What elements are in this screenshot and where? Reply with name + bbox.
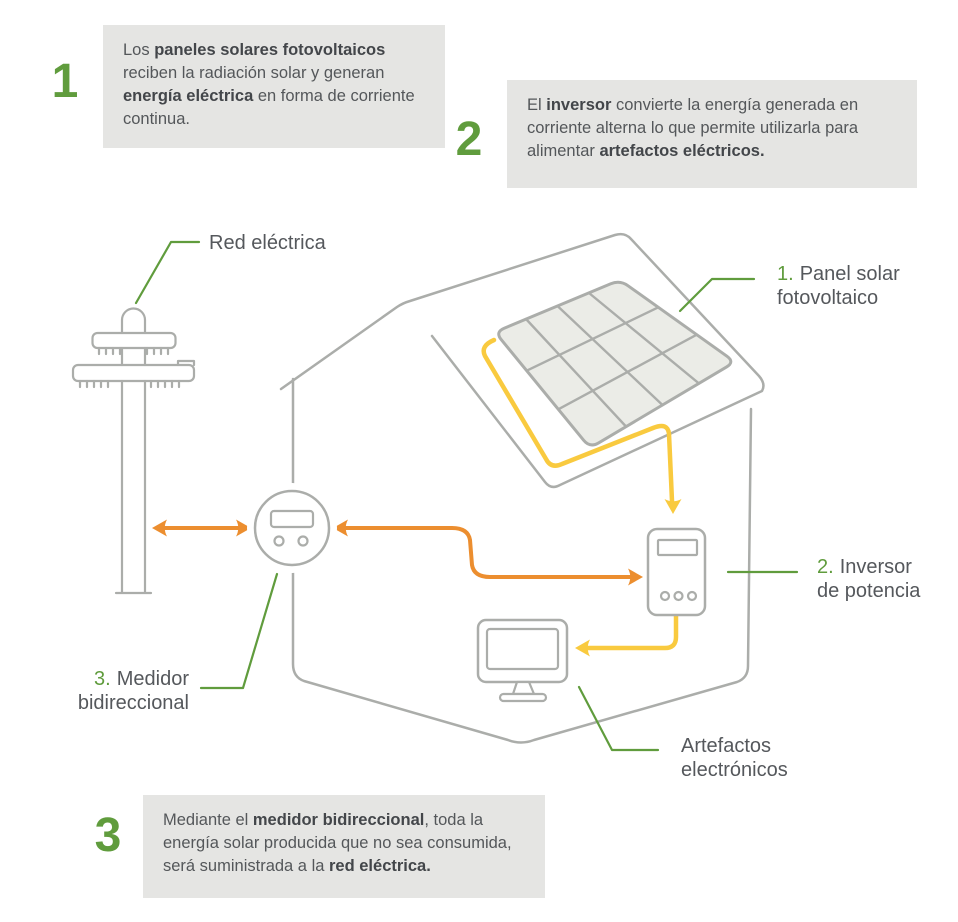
panel-leader-line [678,277,756,313]
step-2-number: 2 [455,113,483,166]
panel-label-line2: fotovoltaico [777,287,878,309]
power-inverter [646,527,707,617]
devices-label-line2: electrónicos [681,759,788,781]
meter-leader-line [199,572,279,690]
panel-label: 1.Panel solar [777,263,900,285]
meter-inverter-arrow [333,519,643,586]
inverter-devices-wire [575,613,679,657]
step-1-text: Los paneles solares fotovoltaicos recibe… [103,25,445,148]
arrowhead-down-icon [664,499,682,514]
monitor [476,618,569,703]
arrowhead-left-icon [333,519,348,537]
step-1-number: 1 [51,55,79,108]
arrowhead-left-icon [152,519,167,537]
house-outline [279,232,765,744]
inverter-label-line2: de potencia [817,580,921,602]
inverter-label: 2.Inversor [817,556,912,578]
devices-label: Artefactos [681,735,771,757]
arrowhead-left-icon [575,639,590,657]
meter-label: 3.Medidor [94,668,189,690]
panel-inverter-wire [481,337,682,514]
grid-label: Red eléctrica [209,232,327,254]
grid-meter-arrow [152,519,251,537]
bidirectional-meter [247,483,337,573]
diagram-labels: Red eléctrica 1.Panel solar fotovoltaico… [78,232,921,781]
utility-pole [71,307,196,595]
devices-leader-line [577,685,660,752]
arrowhead-right-icon [236,519,251,537]
step-3-text: Mediante el medidor bidireccional, toda … [143,795,545,898]
meter-label-line2: bidireccional [78,692,189,714]
step-3-number: 3 [94,809,122,862]
step-2-text: El inversor convierte la energía generad… [507,80,917,188]
arrowhead-right-icon [628,568,643,586]
solar-panel [497,280,733,447]
grid-leader-line [134,240,201,305]
leader-lines [134,240,799,752]
solar-panel-grid [524,291,701,428]
